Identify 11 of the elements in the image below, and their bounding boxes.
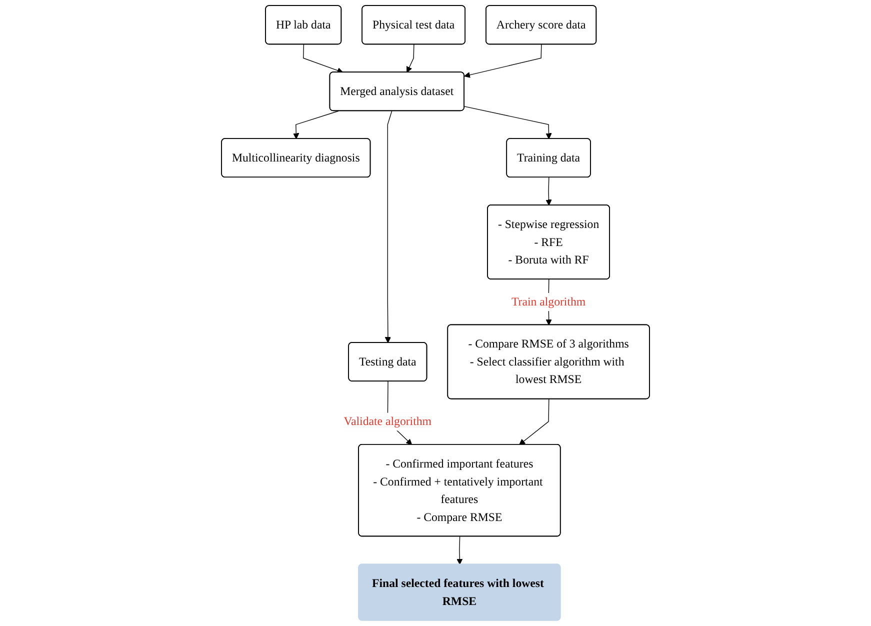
edge-label: Train algorithm	[511, 295, 586, 308]
arrow	[384, 110, 392, 344]
arrow	[546, 177, 552, 206]
edge-label: Validate algorithm	[344, 414, 432, 428]
arrow	[464, 106, 552, 140]
arrow	[456, 536, 463, 565]
arrow	[464, 44, 542, 78]
arrow	[406, 44, 414, 73]
arrow	[303, 44, 344, 74]
arrow	[519, 398, 550, 445]
arrow	[293, 110, 339, 140]
